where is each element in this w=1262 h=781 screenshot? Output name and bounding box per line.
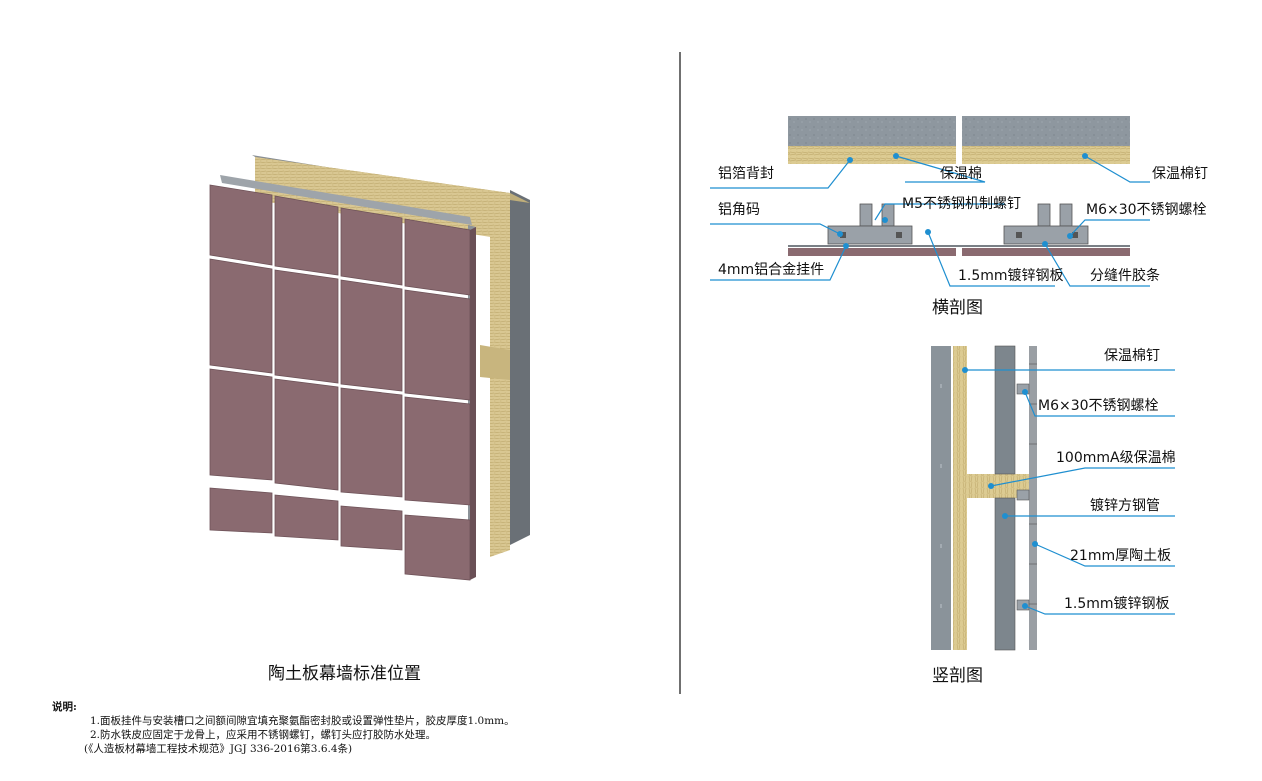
label-steel-tube: 镀锌方钢管 bbox=[1090, 498, 1160, 514]
label-aluminum-angle: 铝角码 bbox=[718, 202, 760, 218]
panel-left bbox=[788, 248, 956, 256]
horizontal-section-drawing bbox=[710, 116, 1150, 287]
label-m6-bolt-v: M6×30不锈钢螺栓 bbox=[1038, 398, 1159, 414]
label-m5-screw: M5不锈钢机制螺钉 bbox=[902, 196, 1021, 212]
caption-horizontal-section: 横剖图 bbox=[932, 298, 983, 318]
notes-line-1: 1.面板挂件与安装槽口之间额间隙宜填充聚氨酯密封胶或设置弹性垫片，胶皮厚度1.0… bbox=[90, 715, 515, 727]
label-steel-plate-h: 1.5mm镀锌钢板 bbox=[958, 268, 1064, 284]
insulation-right bbox=[962, 146, 1130, 164]
notes-block: 说明: 1.面板挂件与安装槽口之间额间隙宜填充聚氨酯密封胶或设置弹性垫片，胶皮厚… bbox=[52, 700, 515, 756]
label-foil-backseal: 铝箔背封 bbox=[718, 166, 774, 182]
concrete-right bbox=[962, 116, 1130, 146]
vertical-section-drawing bbox=[931, 345, 1175, 651]
steel-tube-top bbox=[994, 345, 1016, 475]
label-insulation-nail-v: 保温棉钉 bbox=[1104, 348, 1160, 364]
notes-line-2: 2.防水铁皮应固定于龙骨上，应采用不锈钢螺钉，螺钉头应打胶防水处理。 bbox=[90, 729, 437, 741]
label-terracotta-21: 21mm厚陶土板 bbox=[1070, 548, 1172, 564]
label-joint-strip: 分缝件胶条 bbox=[1090, 268, 1160, 284]
concrete-vertical bbox=[931, 346, 951, 650]
insulation-left bbox=[788, 146, 956, 164]
label-insulation-nail-h: 保温棉钉 bbox=[1152, 166, 1208, 182]
notes-heading: 说明: bbox=[52, 701, 77, 713]
terracotta-panels bbox=[209, 184, 471, 581]
panel-vertical bbox=[1029, 346, 1037, 650]
steel-tube-bottom bbox=[994, 497, 1016, 651]
notes-source: (《人造板材幕墙工程技术规范》JGJ 336-2016第3.6.4条) bbox=[84, 743, 353, 755]
curtain-wall-3d-illustration bbox=[209, 155, 530, 581]
concrete-left bbox=[788, 116, 956, 146]
label-m6-bolt-h: M6×30不锈钢螺栓 bbox=[1086, 202, 1207, 218]
panel-right bbox=[962, 248, 1130, 256]
caption-standard-position: 陶土板幕墙标准位置 bbox=[268, 664, 421, 684]
label-insulation-100: 100mmA级保温棉 bbox=[1056, 450, 1176, 466]
label-steel-plate-v: 1.5mm镀锌钢板 bbox=[1064, 596, 1170, 612]
caption-vertical-section: 竖剖图 bbox=[932, 666, 983, 686]
label-hanger-4mm: 4mm铝合金挂件 bbox=[718, 262, 825, 278]
divider bbox=[679, 52, 681, 694]
label-insulation: 保温棉 bbox=[940, 166, 982, 182]
